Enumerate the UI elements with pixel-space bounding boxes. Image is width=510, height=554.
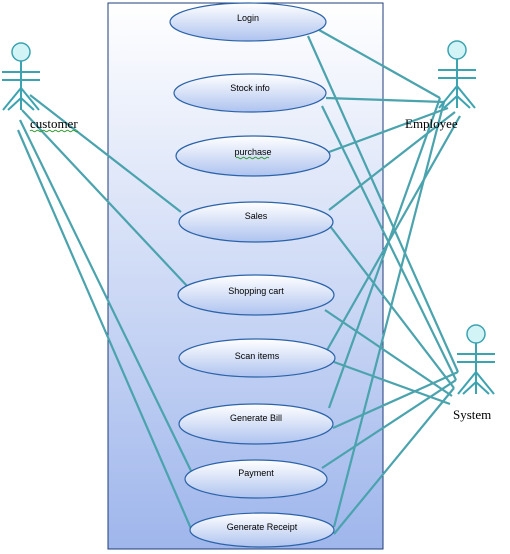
use-case-label: purchase (234, 147, 271, 157)
actor-label: Employee (405, 116, 458, 131)
actor-label: customer (30, 116, 78, 131)
association-system-generate-receipt (333, 387, 455, 535)
use-case-scan-items[interactable]: Scan items (178, 338, 336, 378)
association-customer-sales (29, 94, 182, 213)
association-employee-sales (328, 111, 456, 211)
association-lines (16, 25, 461, 535)
use-case-shopping-cart[interactable]: Shopping cart (177, 274, 335, 316)
actor-employee[interactable]: Employee (405, 40, 476, 131)
association-employee-generate-bill (327, 97, 442, 409)
association-system-stock-info (321, 105, 457, 381)
use-case-label: Scan items (235, 351, 280, 361)
association-employee-generate-receipt (332, 101, 446, 528)
use-case-login[interactable]: Login (169, 2, 327, 42)
use-case-label: Generate Bill (230, 413, 282, 423)
use-case-generate-bill[interactable]: Generate Bill (178, 403, 334, 445)
association-employee-purchase (328, 106, 449, 154)
association-employee-scan-items (325, 115, 461, 353)
association-customer-shopping-cart (21, 109, 189, 288)
stick-figure-icon (2, 42, 40, 111)
use-case-payment[interactable]: Payment (184, 459, 328, 499)
association-system-sales (329, 225, 455, 389)
spellcheck-underline (235, 156, 270, 160)
use-case-stock-info[interactable]: Stock info (173, 73, 327, 113)
actor-system[interactable]: System (453, 324, 495, 422)
association-system-generate-bill (332, 370, 459, 430)
association-system-payment (321, 379, 457, 469)
use-case-label: Stock info (230, 83, 270, 93)
association-system-shopping-cart (324, 309, 453, 397)
use-case-purchase[interactable]: purchase (175, 135, 331, 177)
actor-label: System (453, 407, 491, 422)
use-case-sales[interactable]: Sales (178, 201, 334, 243)
association-employee-login (311, 25, 441, 99)
spellcheck-underline (29, 129, 79, 133)
use-case-label: Shopping cart (228, 286, 284, 296)
use-case-label: Generate Receipt (227, 522, 298, 532)
actor-customer[interactable]: customer (2, 42, 79, 133)
use-case-generate-receipt[interactable]: Generate Receipt (189, 512, 335, 548)
association-employee-stock-info (325, 96, 445, 104)
use-cases: Login Stock info purchase Sales Shopping… (169, 2, 336, 548)
use-case-label: Payment (238, 468, 274, 478)
stick-figure-icon (457, 324, 495, 395)
use-case-label: Sales (245, 211, 268, 221)
association-customer-generate-receipt (16, 129, 194, 532)
stick-figure-icon (438, 40, 476, 109)
use-case-label: Login (237, 13, 259, 23)
association-system-login (306, 35, 460, 373)
association-customer-payment (19, 119, 195, 478)
